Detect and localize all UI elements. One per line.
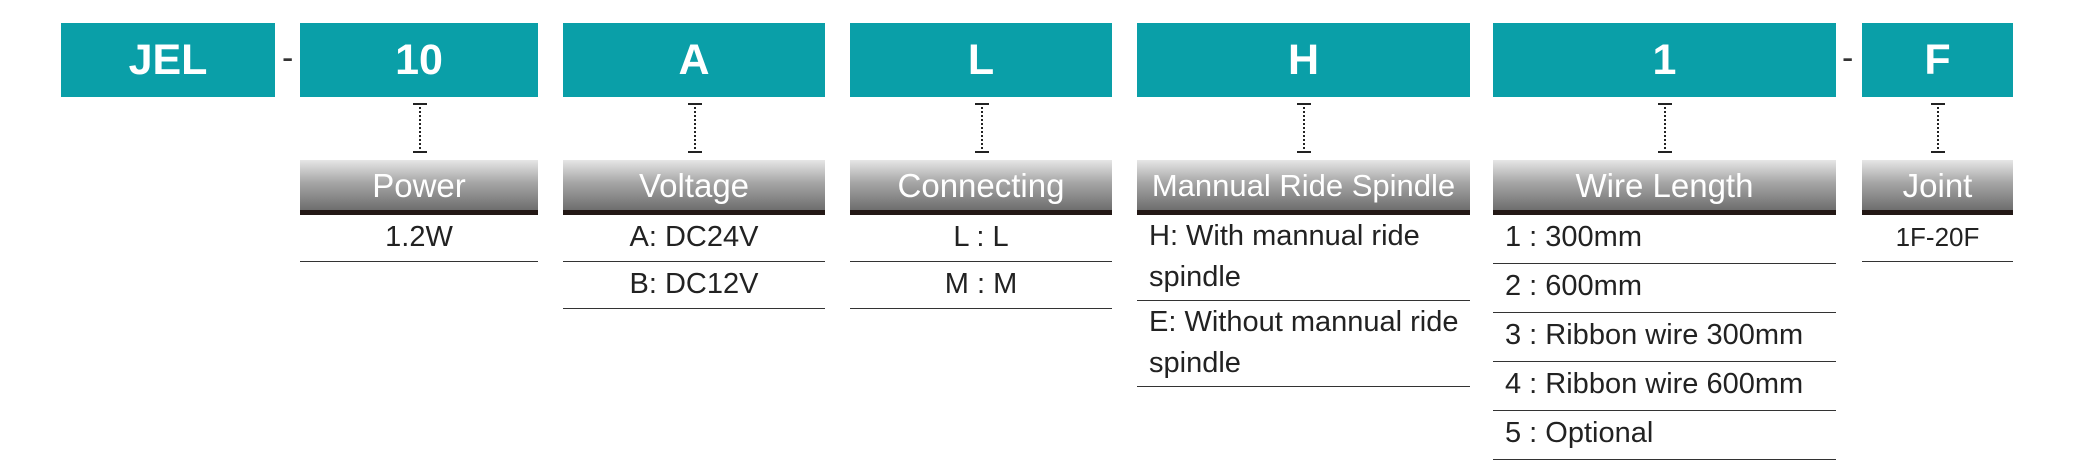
header-spindle: Mannual Ride Spindle: [1137, 160, 1470, 215]
header-wire-length: Wire Length: [1493, 160, 1836, 215]
connector-connecting: [975, 103, 989, 153]
power-code: 10: [395, 36, 443, 84]
option-connecting-m: M : M: [850, 262, 1112, 309]
header-joint: Joint: [1862, 160, 2013, 215]
code-box-spindle: H: [1137, 23, 1470, 97]
code-box-joint: F: [1862, 23, 2013, 97]
column-spindle: Mannual Ride Spindle H: With mannual rid…: [1137, 160, 1470, 387]
wire-length-code: 1: [1652, 36, 1677, 84]
connector-power: [413, 103, 427, 153]
option-joint-1: 1F-20F: [1862, 215, 2013, 262]
header-connecting: Connecting: [850, 160, 1112, 215]
option-voltage-a: A: DC24V: [563, 215, 825, 262]
option-wire-1: 1 : 300mm: [1493, 215, 1836, 264]
connector-voltage: [688, 103, 702, 153]
column-wire-length: Wire Length 1 : 300mm 2 : 600mm 3 : Ribb…: [1493, 160, 1836, 460]
option-wire-2: 2 : 600mm: [1493, 264, 1836, 313]
option-spindle-h: H: With mannual ride spindle: [1137, 215, 1470, 301]
option-wire-4: 4 : Ribbon wire 600mm: [1493, 362, 1836, 411]
separator: -: [1842, 39, 1854, 77]
code-box-power: 10: [300, 23, 538, 97]
column-voltage: Voltage A: DC24V B: DC12V: [563, 160, 825, 309]
separator: -: [282, 39, 294, 77]
voltage-code: A: [678, 36, 710, 84]
column-connecting: Connecting L : L M : M: [850, 160, 1112, 309]
header-voltage: Voltage: [563, 160, 825, 215]
option-voltage-b: B: DC12V: [563, 262, 825, 309]
header-power: Power: [300, 160, 538, 215]
code-box-wire-length: 1: [1493, 23, 1836, 97]
series-code: JEL: [128, 36, 208, 84]
option-wire-5: 5 : Optional: [1493, 411, 1836, 460]
column-joint: Joint 1F-20F: [1862, 160, 2013, 262]
code-box-voltage: A: [563, 23, 825, 97]
code-box-series: JEL: [61, 23, 275, 97]
connector-wire-length: [1658, 103, 1672, 153]
joint-code: F: [1924, 36, 1951, 84]
option-wire-3: 3 : Ribbon wire 300mm: [1493, 313, 1836, 362]
spindle-code: H: [1287, 36, 1320, 84]
connector-spindle: [1297, 103, 1311, 153]
option-spindle-e: E: Without mannual ride spindle: [1137, 301, 1470, 387]
connecting-code: L: [967, 36, 995, 84]
option-power-1: 1.2W: [300, 215, 538, 262]
connector-joint: [1931, 103, 1945, 153]
column-power: Power 1.2W: [300, 160, 538, 262]
code-box-connecting: L: [850, 23, 1112, 97]
option-connecting-l: L : L: [850, 215, 1112, 262]
